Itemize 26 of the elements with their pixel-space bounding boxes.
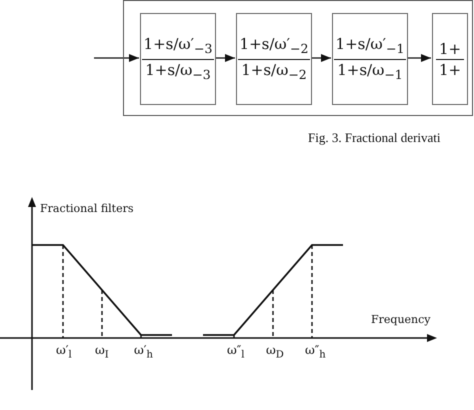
- transfer-function-block: [140, 13, 216, 105]
- numerator-formula: 1+s/ω′$_{−2}$: [238, 34, 310, 58]
- numerator-formula: 1+: [438, 38, 462, 58]
- arrow: [94, 54, 139, 62]
- transfer-function-block: [236, 13, 312, 105]
- tick-label: ω″$_{l}$: [227, 343, 244, 360]
- tick-label: ω$_{I}$: [95, 343, 109, 360]
- arrow: [407, 54, 431, 62]
- arrow: [215, 54, 235, 62]
- transfer-function-block: [432, 13, 468, 105]
- denominator-formula: 1+s/ω$_{−1}$: [334, 58, 406, 84]
- denominator-formula: 1+: [436, 58, 464, 80]
- tick-label: ω′$_{l}$: [56, 343, 72, 360]
- transfer-function-block: [332, 13, 408, 105]
- axis-label: Frequency: [371, 313, 430, 326]
- denominator-formula: 1+s/ω$_{−2}$: [238, 58, 310, 84]
- tick-label: ω′$_{h}$: [134, 343, 153, 360]
- denominator-formula: 1+s/ω$_{−3}$: [142, 58, 214, 84]
- system-block: [123, 0, 473, 116]
- tick-label: ω″$_{h}$: [305, 343, 326, 360]
- numerator-formula: 1+s/ω′$_{−3}$: [142, 34, 214, 58]
- arrow: [311, 54, 331, 62]
- numerator-formula: 1+s/ω′$_{−1}$: [334, 34, 406, 58]
- figure-caption: Fig. 3. Fractional derivati: [308, 130, 441, 146]
- tick-label: ω$_{D}$: [266, 343, 284, 360]
- axis-label: Fractional filters: [40, 202, 134, 215]
